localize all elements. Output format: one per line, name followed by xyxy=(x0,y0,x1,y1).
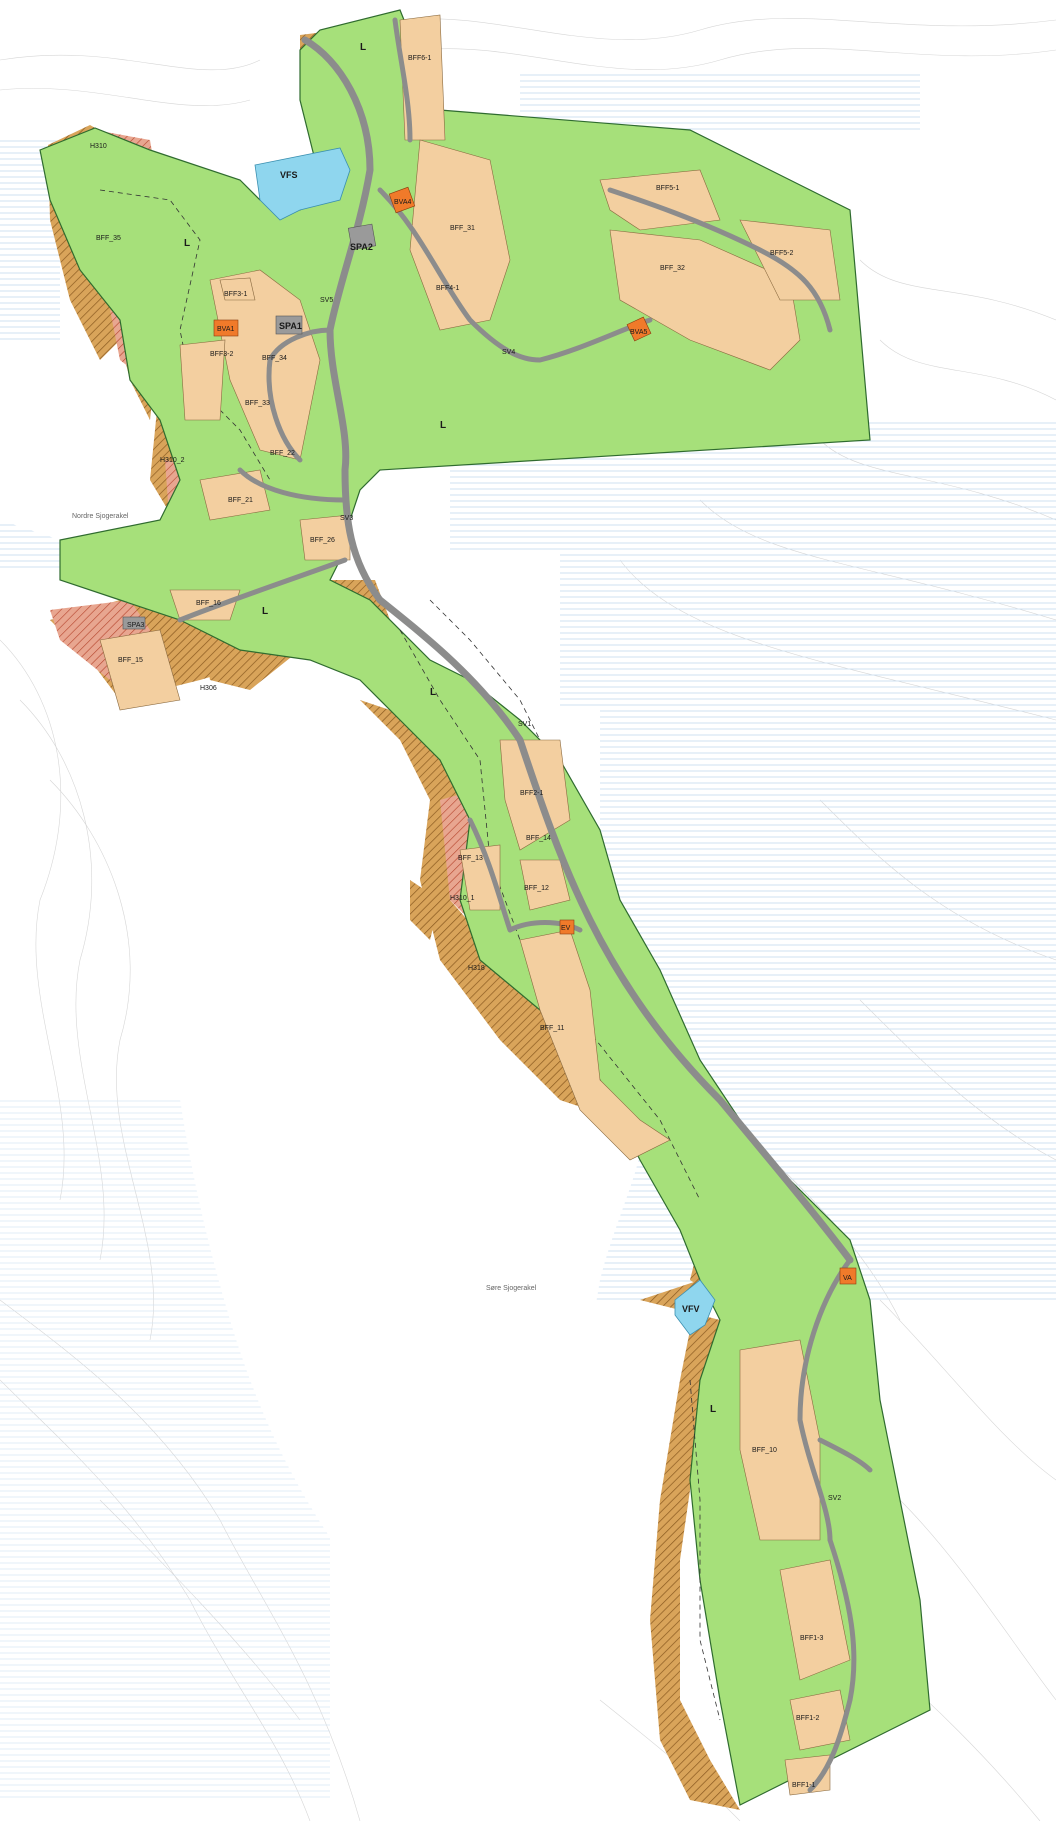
dashed-boundaries xyxy=(99,189,721,1721)
plot-label-bff21: BFF_21 xyxy=(228,497,253,504)
plot-label-bff14: BFF_14 xyxy=(526,835,551,842)
plot-label-bff26: BFF_26 xyxy=(310,537,335,544)
utility-bva4 xyxy=(388,186,416,214)
road-label-sv1: SV1 xyxy=(518,721,531,728)
utility-bva4-label: BVA4 xyxy=(394,199,411,206)
utility-bva1 xyxy=(213,319,239,337)
landbruk-label-1: L xyxy=(184,238,190,249)
utility-bva1-label: BVA1 xyxy=(217,326,234,333)
plot-label-bff13: BFF_13 xyxy=(458,855,483,862)
group-label-bff5-2: BFF5-2 xyxy=(770,250,793,257)
plot-label-bff22: BFF_22 xyxy=(270,450,295,457)
group-label-bff3-1: BFF3-1 xyxy=(224,291,247,298)
plot-label-bff34: BFF_34 xyxy=(262,355,287,362)
group-label-bff2-1: BFF2-1 xyxy=(520,790,543,797)
utility-bva5-label: BVA5 xyxy=(630,329,647,336)
plot-label-bff32: BFF_32 xyxy=(660,265,685,272)
group-label-bff6-1: BFF6-1 xyxy=(408,55,431,62)
parking-spa2-label: SPA2 xyxy=(350,242,373,252)
pond-vfs xyxy=(254,147,351,221)
group-label-bff1-2: BFF1-2 xyxy=(796,1715,819,1722)
lake-north xyxy=(0,400,170,540)
plot-label-bff12: BFF_12 xyxy=(524,885,549,892)
hazard-label-5: H306 xyxy=(200,685,217,692)
parking-spa2 xyxy=(347,223,377,251)
pond-vfv-label: VFV xyxy=(682,1304,700,1314)
group-label-bff3-2: BFF3-2 xyxy=(210,351,233,358)
plot-label-bff16: BFF_16 xyxy=(196,600,221,607)
road-label-sv3: SV3 xyxy=(340,515,353,522)
road-label-sv4: SV4 xyxy=(502,349,515,356)
utility-ev xyxy=(559,919,575,935)
plot-label-bff15: BFF_15 xyxy=(118,657,143,664)
road-label-sv2: SV2 xyxy=(828,1495,841,1502)
group-label-bff1-1: BFF1-1 xyxy=(792,1782,815,1789)
landbruk-label-3: L xyxy=(360,42,366,53)
hazard-label-1: H310 xyxy=(90,143,107,150)
parking-spa1-label: SPA1 xyxy=(279,321,302,331)
group-label-bff5-1: BFF5-1 xyxy=(656,185,679,192)
utility-va xyxy=(839,1267,857,1285)
lake-north-label: Nordre Sjogerakel xyxy=(72,513,129,520)
road-label-sv5: SV5 xyxy=(320,297,333,304)
utility-va-label: VA xyxy=(843,1275,852,1282)
map-labels: Nordre Sjogerakel Søre Sjogerakel VFS VF… xyxy=(72,42,852,1789)
hazard-label-4: H310_1 xyxy=(450,895,475,902)
parking-spa3 xyxy=(122,616,146,630)
lake-south-label: Søre Sjogerakel xyxy=(486,1285,537,1292)
plot-label-bff35: BFF_35 xyxy=(96,235,121,242)
plot-label-bff10: BFF_10 xyxy=(752,1447,777,1454)
pond-vfv xyxy=(674,1279,716,1336)
group-label-bff1-3: BFF1-3 xyxy=(800,1635,823,1642)
plot-label-bff31: BFF_31 xyxy=(450,225,475,232)
hazard-label-3: H310_2 xyxy=(160,457,185,464)
landbruk-label-5: L xyxy=(430,687,436,698)
lake-south xyxy=(120,625,646,1637)
utility-ev-label: EV xyxy=(561,925,571,932)
landbruk-label-6: L xyxy=(710,1404,716,1415)
hazard-label-2: H318 xyxy=(468,965,485,972)
landbruk-label-2: L xyxy=(440,420,446,431)
parking-spa1 xyxy=(275,315,303,335)
plot-label-bff11: BFF_11 xyxy=(540,1025,564,1032)
group-label-bff4-1: BFF4-1 xyxy=(436,285,459,292)
landbruk-label-4: L xyxy=(262,606,268,617)
utility-bva5 xyxy=(626,316,652,342)
parking-spa3-label: SPA3 xyxy=(127,622,144,629)
pond-vfs-label: VFS xyxy=(280,170,298,180)
plot-label-bff33: BFF_33 xyxy=(245,400,270,407)
